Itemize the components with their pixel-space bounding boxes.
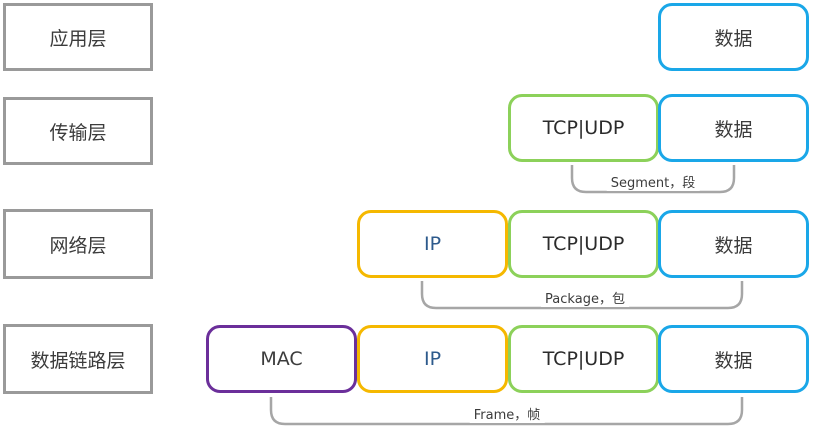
mac-box-datalink: MAC	[206, 325, 357, 393]
segment-label: Segment，段	[606, 172, 700, 191]
mac-label: MAC	[260, 348, 303, 370]
layer-label: 应用层	[49, 27, 107, 50]
layer-label: 数据链路层	[30, 349, 126, 372]
package-brace	[420, 281, 744, 310]
tcp-udp-label: TCP|UDP	[542, 348, 625, 370]
data-box-datalink: 数据	[658, 325, 809, 393]
data-box-application: 数据	[658, 3, 809, 71]
data-label: 数据	[714, 349, 753, 372]
ip-box-datalink: IP	[357, 325, 508, 393]
ip-label: IP	[423, 233, 442, 255]
tcp-udp-label: TCP|UDP	[542, 233, 625, 255]
data-label: 数据	[714, 118, 753, 141]
data-box-network: 数据	[658, 210, 809, 278]
frame-brace	[269, 397, 744, 426]
data-box-transport: 数据	[658, 94, 809, 162]
ip-label: IP	[423, 348, 442, 370]
package-label: Package，包	[541, 288, 629, 307]
tcp-udp-box-transport: TCP|UDP	[508, 94, 659, 162]
ip-box-network: IP	[357, 210, 508, 278]
tcp-udp-box-network: TCP|UDP	[508, 210, 659, 278]
layer-label: 网络层	[49, 234, 107, 257]
frame-label: Frame，帧	[469, 404, 545, 423]
segment-brace	[570, 165, 736, 194]
layer-network: 网络层	[3, 209, 153, 279]
tcp-udp-box-datalink: TCP|UDP	[508, 325, 659, 393]
layer-application: 应用层	[3, 3, 153, 71]
data-label: 数据	[714, 27, 753, 50]
layer-transport: 传输层	[3, 97, 153, 165]
layer-label: 传输层	[49, 121, 107, 144]
layer-datalink: 数据链路层	[3, 324, 153, 394]
tcp-udp-label: TCP|UDP	[542, 117, 625, 139]
data-label: 数据	[714, 234, 753, 257]
